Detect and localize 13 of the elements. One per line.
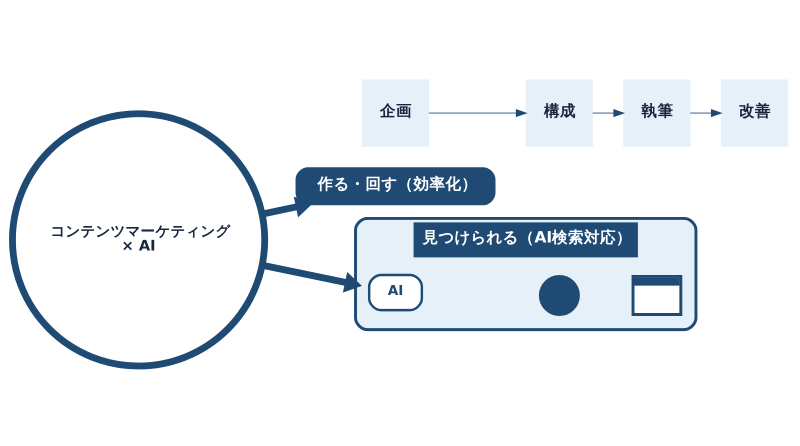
node-box: 企画 [362,79,430,147]
node-box: 改善 [720,79,788,147]
arrow [428,108,528,118]
node-box: 構成 [526,79,594,147]
node-circle [538,274,580,316]
arrow [592,108,626,118]
node-box: 執筆 [623,79,691,147]
node-circle: コンテンツマーケティング× AI [9,110,268,370]
arrow [262,262,362,293]
arrow [690,108,723,118]
node-picture [632,275,682,316]
node-box: 作る・回す（効率化） [296,167,496,206]
node-box: AI [368,274,424,312]
